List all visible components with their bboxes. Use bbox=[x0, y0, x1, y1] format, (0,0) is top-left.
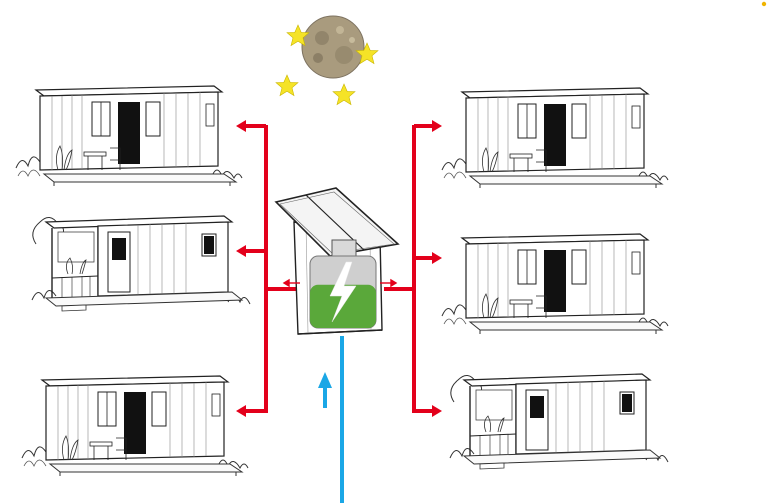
accent-dot bbox=[761, 1, 767, 7]
solar-panel-icon bbox=[274, 187, 400, 257]
star-icon bbox=[332, 83, 356, 106]
arrowhead-right-middle bbox=[432, 252, 442, 264]
star-icon bbox=[275, 74, 299, 97]
cabin-right-top bbox=[441, 87, 669, 189]
supply-line bbox=[318, 336, 344, 503]
distribution-lines bbox=[244, 124, 434, 413]
battery-charge-level bbox=[310, 284, 376, 328]
cabins-right bbox=[441, 87, 669, 470]
cabin-right-middle bbox=[441, 233, 669, 335]
arrowhead-left-top bbox=[236, 120, 246, 132]
arrowhead-left-middle bbox=[236, 245, 246, 257]
cabins-left bbox=[15, 85, 251, 477]
lightning-bolt-icon bbox=[329, 261, 357, 323]
shed-output-arrows bbox=[282, 278, 398, 288]
arrowhead-right-bottom bbox=[432, 405, 442, 417]
cabin-left-bottom bbox=[21, 375, 249, 477]
cabin-left-middle bbox=[31, 215, 251, 312]
battery-icon bbox=[309, 239, 377, 329]
distribution-arrowheads bbox=[236, 120, 442, 417]
night-scene bbox=[275, 15, 379, 106]
arrowhead-left-bottom bbox=[236, 405, 246, 417]
arrowhead-right-top bbox=[432, 120, 442, 132]
supply-arrow-icon bbox=[318, 372, 332, 388]
cabin-right-bottom bbox=[449, 373, 669, 470]
cabin-left-top bbox=[15, 85, 243, 187]
battery-shed bbox=[274, 187, 400, 335]
moon-icon bbox=[301, 15, 365, 79]
